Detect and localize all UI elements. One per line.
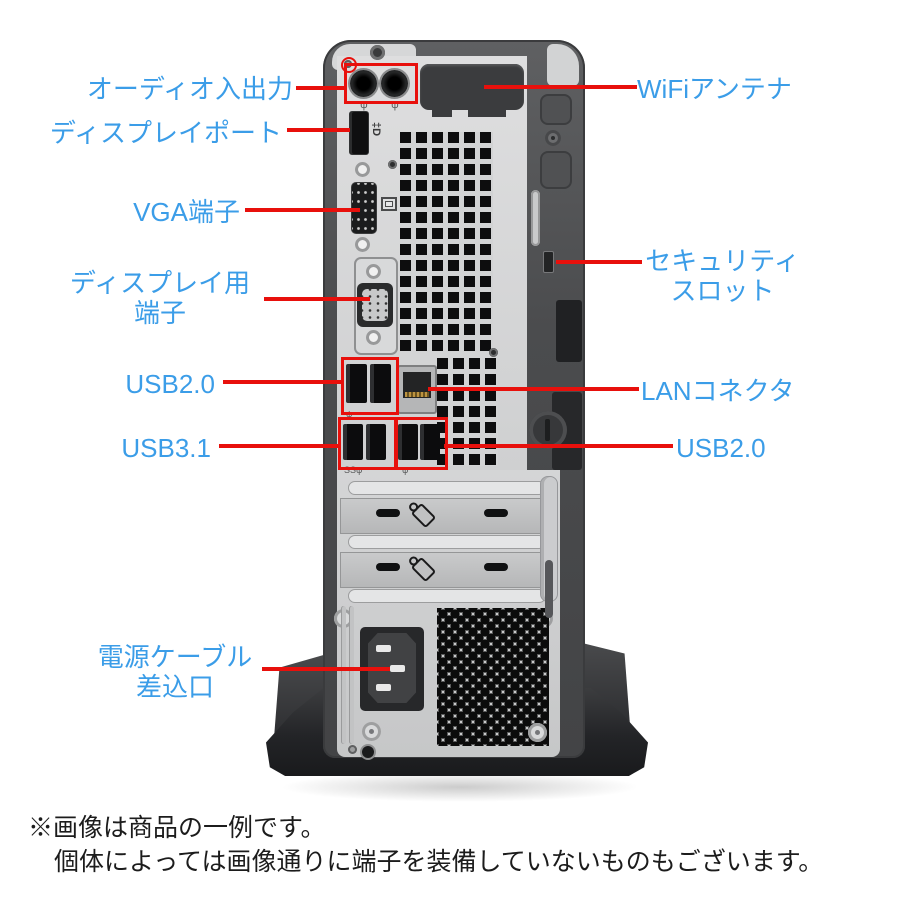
highlight-box-usb31 — [338, 417, 398, 470]
wifi-antenna-foot — [468, 108, 506, 117]
leader-line-audio-io — [296, 86, 345, 90]
psu-screw — [528, 723, 547, 742]
usb2-port — [420, 424, 440, 460]
lan-port-pins — [405, 392, 429, 397]
leader-line-wifi — [484, 85, 637, 89]
footnote-line1: ※画像は商品の一例です。 — [28, 815, 326, 842]
usb31-port — [366, 424, 386, 460]
power-pin — [376, 645, 391, 652]
callout-label-vga: VGA端子 — [133, 197, 240, 227]
slot-vent — [484, 509, 508, 517]
usb2-port — [398, 424, 418, 460]
leader-line-usb20-left — [223, 380, 342, 384]
callout-label-displayport: ディスプレイポート — [49, 118, 282, 148]
leader-line-lan — [428, 387, 639, 391]
panel-screw — [388, 160, 397, 169]
displayport-logo-icon: ‡D — [370, 121, 383, 137]
usb-icon: ψ — [402, 465, 409, 475]
leader-line-display-terminal — [264, 297, 370, 301]
power-pin — [376, 684, 391, 691]
callout-label-audio-io: オーディオ入出力 — [86, 74, 293, 104]
audio-icon: ψ — [360, 99, 368, 111]
usb31-port — [343, 424, 363, 460]
highlight-box-usb20-lower — [394, 417, 448, 470]
small-jack — [348, 745, 357, 754]
callout-label-lan: LANコネクタ — [641, 376, 795, 406]
callout-label-wifi: WiFiアンテナ — [637, 74, 792, 104]
security-slot — [543, 251, 554, 273]
callout-label-usb20-left: USB2.0 — [125, 369, 215, 399]
slot-vent — [484, 563, 508, 571]
callout-label-display-terminal: ディスプレイ用 端子 — [69, 268, 251, 328]
psu-honeycomb-vent — [437, 608, 549, 746]
monitor-icon — [381, 197, 397, 211]
audio-jack-line-out — [381, 70, 408, 97]
expansion-slot-rail — [348, 481, 546, 495]
floor-reflection — [280, 772, 640, 802]
usb2-port — [370, 364, 391, 403]
callout-label-usb31: USB3.1 — [121, 433, 211, 463]
vga-screw-hole — [355, 237, 370, 252]
footnote: ※画像は商品の一例です。 個体によっては画像通りに端子を装備していないものもござ… — [28, 812, 823, 880]
display-terminal-screw — [366, 264, 381, 279]
highlight-box-audio-jacks — [344, 63, 418, 104]
rear-thumb-button — [540, 94, 572, 125]
psu-groove — [349, 606, 354, 744]
power-pin — [390, 665, 405, 672]
slot-vent — [376, 563, 400, 571]
display-terminal-pins — [362, 289, 388, 321]
vent-grid — [400, 132, 493, 352]
rear-thumb-button — [540, 151, 572, 189]
top-screw — [370, 45, 385, 60]
expansion-slot-cover — [340, 498, 542, 534]
vga-screw-hole — [355, 162, 370, 177]
panel-screw — [489, 348, 498, 357]
usb2-port — [346, 364, 367, 403]
rear-screw — [545, 130, 561, 146]
top-corner-cap-right — [547, 44, 579, 86]
padlock-loop — [529, 411, 567, 449]
callout-label-power: 電源ケーブル 差込口 — [97, 642, 253, 702]
leader-line-security — [556, 260, 642, 264]
slot-retention-handle — [545, 560, 553, 618]
slot-vent — [376, 509, 400, 517]
displayport-port — [349, 111, 369, 155]
display-terminal-screw — [366, 330, 381, 345]
expansion-slot-cover — [340, 552, 542, 588]
expansion-slot-rail — [348, 535, 546, 549]
side-latch — [531, 190, 540, 246]
leader-line-vga — [245, 208, 360, 212]
psu-screw — [362, 722, 381, 741]
leader-line-power — [262, 667, 390, 671]
wifi-antenna-foot — [432, 108, 452, 117]
small-jack — [362, 746, 374, 758]
usb-ss-icon: SSψ — [344, 465, 363, 475]
leader-line-usb31 — [219, 444, 339, 448]
audio-jack-line-in — [350, 70, 377, 97]
callout-label-security: セキュリティ スロット — [645, 246, 800, 306]
audio-icon: ψ — [391, 99, 399, 111]
expansion-slot-rail — [348, 589, 546, 603]
leader-line-usb20-right — [444, 444, 673, 448]
highlight-box-usb20-upper — [341, 357, 399, 415]
psu-groove — [341, 606, 346, 744]
rear-notch — [556, 300, 582, 362]
leader-line-displayport — [287, 128, 350, 132]
footnote-line2: 個体によっては画像通りに端子を装備していないものもございます。 — [54, 849, 824, 876]
callout-label-usb20-right: USB2.0 — [676, 433, 766, 463]
